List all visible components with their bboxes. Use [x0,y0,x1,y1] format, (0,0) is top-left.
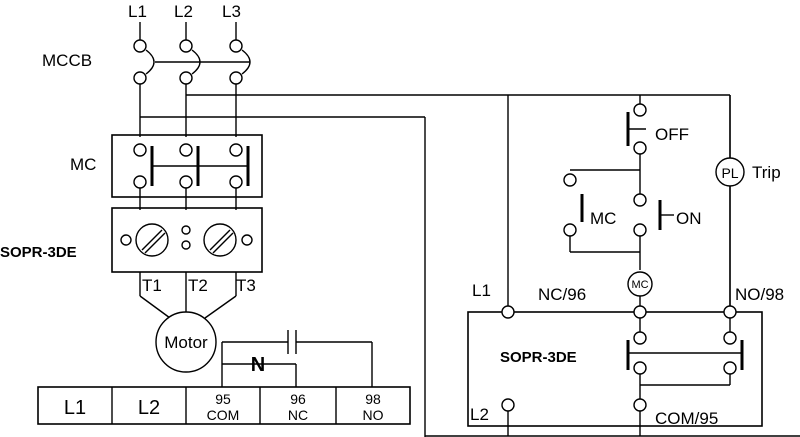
mc-aux-and-on-pushbutton [563,169,674,270]
on-label: ON [676,209,702,228]
terminal-cell-l2: L2 [138,397,160,419]
nc96-label: NC/96 [538,285,586,304]
no98-label: NO/98 [735,285,784,304]
relay-schematic-box [467,305,763,436]
terminal-block [37,386,411,425]
mc-label: MC [70,155,96,174]
n-symbol: N [251,354,265,376]
mc-coil-label: MC [631,279,648,291]
motor-symbol [155,311,217,373]
ctrl-l2-label: L2 [470,405,489,424]
com95-label: COM/95 [655,409,718,428]
sopr-left-label: SOPR-3DE [0,244,77,261]
ctrl-l1-label: L1 [472,281,491,300]
terminal-cell-95: 95 [215,391,231,407]
mc-aux-label: MC [590,209,616,228]
phase-label-l1: L1 [128,2,147,21]
terminal-cell-l1: L1 [64,397,86,419]
phase-label-l3: L3 [222,2,241,21]
terminal-cell-nc: NC [288,407,308,423]
terminal-cell-98: 98 [365,391,381,407]
off-pushbutton [626,95,647,170]
overload-relay [111,207,263,273]
phase-label-l2: L2 [174,2,193,21]
off-label: OFF [655,125,689,144]
t1-label: T1 [142,276,162,295]
trip-label: Trip [752,163,781,182]
motor-leads [139,272,237,319]
t2-label: T2 [188,276,208,295]
terminal-cell-96: 96 [290,391,306,407]
mccb-breaker [133,22,251,137]
t3-label: T3 [236,276,256,295]
sopr-right-label: SOPR-3DE [500,349,577,366]
terminal-cell-no: NO [363,407,384,423]
relay-contact-network [221,330,373,387]
mc-contactor [111,134,263,210]
mccb-label: MCCB [42,51,92,70]
pilot-lamp-label: PL [721,165,738,181]
motor-label: Motor [164,333,208,352]
terminal-cell-com: COM [207,407,240,423]
